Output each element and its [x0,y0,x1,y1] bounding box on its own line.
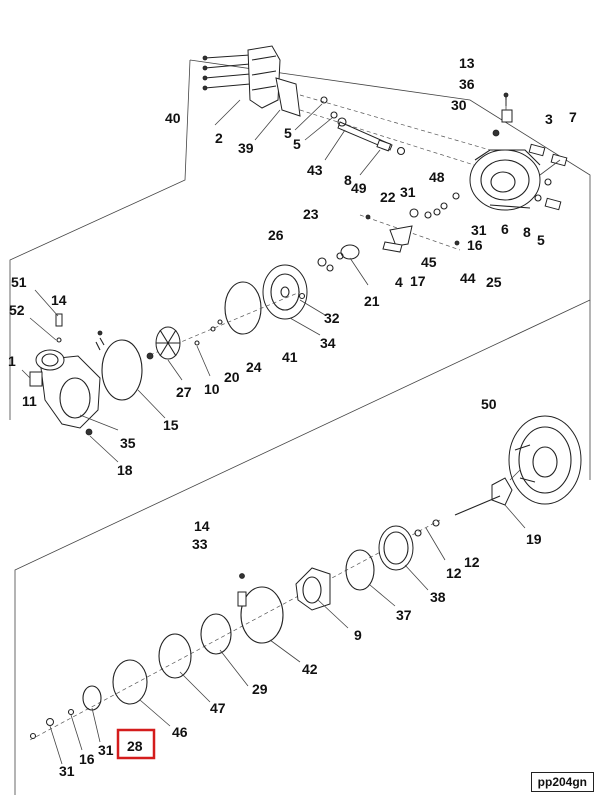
compressor-housing-group [21,289,166,463]
callout-49: 49 [351,180,367,196]
callout-34: 34 [320,335,336,351]
callout-14: 14 [194,518,210,534]
callout-27: 27 [176,384,192,400]
callout-32: 32 [324,310,340,326]
callout-31: 31 [59,763,75,779]
callout-5: 5 [293,136,301,152]
lower-stack-group [29,519,446,765]
callout-29: 29 [252,681,268,697]
callout-labels: 40 2 39 5 5 43 8 49 13 36 30 3 7 48 22 3… [8,55,577,779]
assembly-outline [9,59,591,795]
callout-22: 22 [380,189,396,205]
callout-5: 5 [537,232,545,248]
callout-17: 17 [410,273,426,289]
callout-18: 18 [117,462,133,478]
callout-7: 7 [569,109,577,125]
callout-31: 31 [471,222,487,238]
callout-44: 44 [460,270,476,286]
compressor-wheel-group [146,319,223,381]
callout-45: 45 [421,254,437,270]
callout-31: 31 [98,742,114,758]
bearing-housing-group [440,92,568,211]
callout-8: 8 [523,224,531,240]
callout-1: 1 [8,353,16,369]
callout-30: 30 [451,97,467,113]
callout-36: 36 [459,76,475,92]
callout-2: 2 [215,130,223,146]
callout-4: 4 [395,274,403,290]
callout-39: 39 [238,140,254,156]
highlight-box [116,728,156,760]
callout-19: 19 [526,531,542,547]
callout-47: 47 [210,700,226,716]
callout-8: 8 [344,172,352,188]
callout-6: 6 [501,221,509,237]
callout-42: 42 [302,661,318,677]
callout-24: 24 [246,359,262,375]
reference-code-label: pp204gn [530,772,594,792]
callout-21: 21 [364,293,380,309]
callout-5: 5 [284,125,292,141]
callout-28: 28 [127,738,143,754]
callout-12: 12 [446,565,462,581]
callout-16: 16 [467,237,483,253]
callout-13: 13 [459,55,475,71]
callout-20: 20 [224,369,240,385]
callout-15: 15 [163,417,179,433]
callout-10: 10 [204,381,220,397]
callout-50: 50 [481,396,497,412]
callout-48: 48 [429,169,445,185]
actuator-group [202,45,301,141]
callout-16: 16 [79,751,95,767]
callout-25: 25 [486,274,502,290]
callout-46: 46 [172,724,188,740]
callout-26: 26 [268,227,284,243]
callout-14: 14 [51,292,67,308]
vane-linkage-group [317,208,461,286]
callout-12: 12 [464,554,480,570]
linkage-group [294,94,491,176]
callout-41: 41 [282,349,298,365]
callout-38: 38 [430,589,446,605]
callout-31: 31 [400,184,416,200]
callout-51: 51 [11,274,27,290]
backplate-group [149,264,326,356]
callout-35: 35 [120,435,136,451]
callout-33: 33 [192,536,208,552]
callout-11: 11 [22,393,37,409]
callout-43: 43 [307,162,323,178]
turbine-group [454,415,582,529]
callout-52: 52 [9,302,25,318]
callout-3: 3 [545,111,553,127]
callout-40: 40 [165,110,181,126]
callout-37: 37 [396,607,412,623]
callout-23: 23 [303,206,319,222]
callout-9: 9 [354,627,362,643]
